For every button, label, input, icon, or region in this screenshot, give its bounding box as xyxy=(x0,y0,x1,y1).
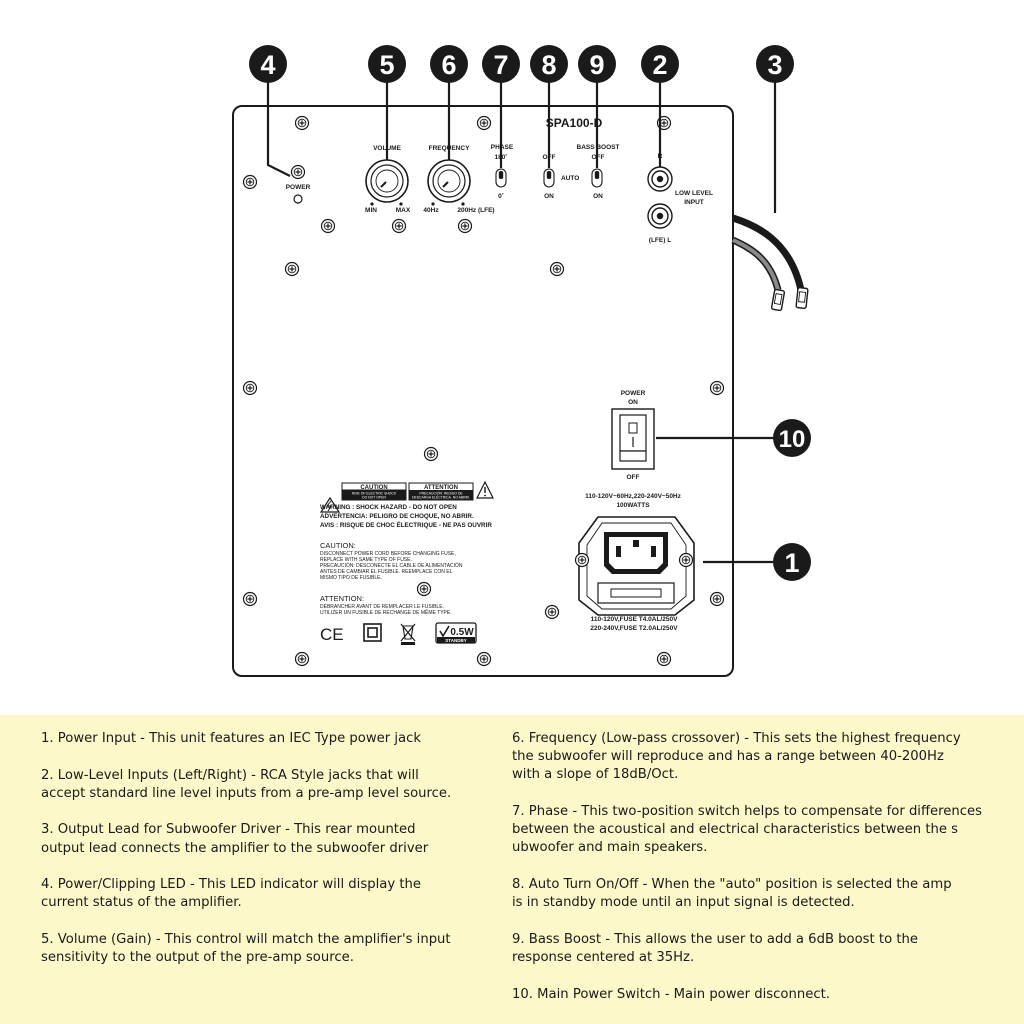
attention-line-1: DÉBRANCHER AVANT DE REMPLACER LE FUSIBLE… xyxy=(320,603,444,610)
main-power-switch[interactable] xyxy=(611,408,655,470)
volume-min-label: MIN xyxy=(365,207,377,214)
power-led xyxy=(293,194,303,204)
phase-label: PHASE xyxy=(491,144,514,151)
legend-item-output-lead: 3. Output Lead for Subwoofer Driver - Th… xyxy=(41,822,429,856)
attention-box-sub-1: PRECAUCIÓN: RIESGO DE xyxy=(419,491,463,496)
standby-badge: 0.5W STANDBY xyxy=(435,622,477,644)
caution-line-4: ANTES DE CAMBIAR EL FUSIBLE. REEMPLACE C… xyxy=(320,569,453,575)
input-l-label: (LFE) L xyxy=(649,237,671,244)
frequency-low-label: 40Hz xyxy=(423,207,439,214)
caution-box-title: CAUTION xyxy=(360,485,387,491)
power-led-label: POWER xyxy=(286,184,311,191)
callout-badge-5 xyxy=(368,45,406,83)
attention-box-title: ATTENTION xyxy=(424,485,458,491)
legend-item-main-power: 10. Main Power Switch - Main power disco… xyxy=(512,986,830,1002)
caution-box-sub-1: RISK OF ELECTRIC SHOCK xyxy=(352,492,397,496)
volume-knob[interactable] xyxy=(365,159,409,203)
frequency-knob[interactable] xyxy=(427,159,471,203)
power-rating-label: 110-120V~60Hz,220-240V~50Hz xyxy=(585,493,682,500)
callout-number-1: 1 xyxy=(784,548,799,578)
bass-boost-switch[interactable] xyxy=(591,168,603,188)
callout-number-8: 8 xyxy=(541,50,556,80)
phase-switch[interactable] xyxy=(495,168,507,188)
callout-badge-10 xyxy=(773,419,811,457)
double-insulation-icon xyxy=(363,623,382,642)
callout-leader-lines xyxy=(266,80,777,564)
callout-badges: 1 2 3 4 5 6 7 8 9 10 xyxy=(249,45,811,581)
rca-input-left[interactable] xyxy=(647,203,673,229)
callout-number-9: 9 xyxy=(589,50,604,80)
legend-item-frequency: 6. Frequency (Low-pass crossover) - This… xyxy=(512,731,961,783)
power-switch-label-2: ON xyxy=(628,399,638,406)
low-level-label-1: LOW LEVEL xyxy=(675,190,713,197)
legend-item-power-input: 1. Power Input - This unit features an I… xyxy=(41,731,422,746)
fuse-label-2: 220-240V,FUSE T2.0AL/250V xyxy=(590,625,678,632)
callout-badge-3 xyxy=(756,45,794,83)
callout-badge-2 xyxy=(641,45,679,83)
auto-switch[interactable] xyxy=(543,168,555,188)
callout-badge-1 xyxy=(773,543,811,581)
attention-title: ATTENTION: xyxy=(320,594,364,603)
callout-badge-6 xyxy=(430,45,468,83)
caution-box-sub-2: DO NOT OPEN xyxy=(362,496,386,500)
certification-marks: CE 0.5W STANDBY xyxy=(320,622,477,645)
power-switch-off-label: OFF xyxy=(627,474,640,481)
volume-max-label: MAX xyxy=(396,207,411,214)
callout-number-6: 6 xyxy=(441,50,456,80)
attention-line-2: UTILIZER UN FUSIBLE DE RECHANGE DE MÊME … xyxy=(320,608,452,616)
power-switch-label-1: POWER xyxy=(621,390,646,397)
fuse-label-1: 110-120V,FUSE T4.0AL/250V xyxy=(591,616,679,623)
callout-badge-9 xyxy=(578,45,616,83)
standby-label: STANDBY xyxy=(445,638,466,643)
amplifier-panel-diagram: SPA100-D POWER VOLUME MIN MAX FREQUENCY … xyxy=(232,45,811,677)
legend-item-phase: 7. Phase - This two-position switch help… xyxy=(512,804,983,856)
wattage-label: 100WATTS xyxy=(616,502,650,509)
callout-number-5: 5 xyxy=(379,50,394,80)
legend-item-volume: 5. Volume (Gain) - This control will mat… xyxy=(41,931,451,966)
model-label: SPA100-D xyxy=(546,116,603,130)
callout-badge-4 xyxy=(249,45,287,83)
callout-number-3: 3 xyxy=(767,50,782,80)
legend-item-low-level-inputs: 2. Low-Level Inputs (Left/Right) - RCA S… xyxy=(41,767,452,801)
callout-number-10: 10 xyxy=(779,426,806,453)
rca-input-right[interactable] xyxy=(647,166,673,192)
callout-badge-7 xyxy=(482,45,520,83)
callout-number-4: 4 xyxy=(260,50,275,80)
bass-boost-on-label: ON xyxy=(593,193,603,200)
legend-item-bass-boost: 9. Bass Boost - This allows the user to … xyxy=(512,931,918,965)
caution-title: CAUTION: xyxy=(320,541,356,550)
warning-line-1: WARNING : SHOCK HAZARD - DO NOT OPEN xyxy=(320,504,457,511)
low-level-label-2: INPUT xyxy=(684,199,704,206)
legend-column-left: 1. Power Input - This unit features an I… xyxy=(41,730,491,986)
auto-label: AUTO xyxy=(561,175,579,182)
standby-value: 0.5W xyxy=(450,627,474,638)
weee-bin-icon xyxy=(400,623,416,645)
iec-power-input[interactable] xyxy=(578,516,695,616)
caution-line-2: REPLACE WITH SAME TYPE OF FUSE. xyxy=(320,557,412,563)
output-lead-wires xyxy=(731,214,809,312)
caution-line-3: PRECAUCIÓN: DESCONECTE EL CABLE DE ALIME… xyxy=(320,562,463,569)
legend-column-right: 6. Frequency (Low-pass crossover) - This… xyxy=(512,730,1012,1022)
warning-triangle-icon xyxy=(319,496,341,513)
callout-number-2: 2 xyxy=(652,50,667,80)
warning-block: CAUTION RISK OF ELECTRIC SHOCK DO NOT OP… xyxy=(319,480,494,616)
phase-0-label: 0˚ xyxy=(498,192,504,200)
attention-box-sub-2: DESCARGA ELÉCTRICA. NO ABRIR. xyxy=(412,495,470,500)
frequency-high-label: 200Hz (LFE) xyxy=(457,207,494,214)
warning-line-3: AVIS : RISQUE DE CHOC ÉLECTRIQUE - NE PA… xyxy=(320,520,492,529)
caution-line-1: DISCONNECT POWER CORD BEFORE CHANGING FU… xyxy=(320,551,456,557)
legend-item-power-led: 4. Power/Clipping LED - This LED indicat… xyxy=(41,877,421,911)
caution-line-5: MISMO TIPO DE FUSIBLE. xyxy=(320,575,382,581)
callout-number-7: 7 xyxy=(493,50,508,80)
warning-line-2: ADVERTENCIA: PELIGRO DE CHOQUE, NO ABRIR… xyxy=(320,513,474,520)
auto-on-label: ON xyxy=(544,193,554,200)
legend-panel: 1. Power Input - This unit features an I… xyxy=(0,715,1024,1024)
callout-badge-8 xyxy=(530,45,568,83)
ce-mark-icon: CE xyxy=(320,625,344,644)
legend-item-auto-on-off: 8. Auto Turn On/Off - When the "auto" po… xyxy=(512,877,952,911)
